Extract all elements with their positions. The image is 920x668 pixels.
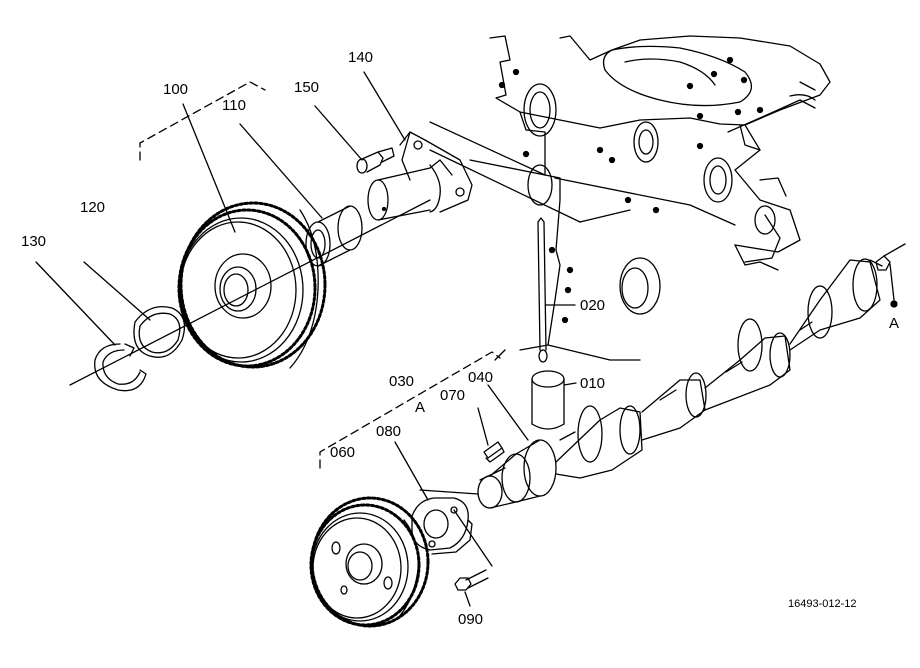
thrust-plate [412, 498, 472, 554]
idler-bolt [357, 148, 394, 173]
idler-axis-line [70, 200, 430, 385]
label-ref-a-group: A [415, 399, 426, 416]
idler-bushing [306, 206, 362, 266]
label-part-080: 080 [376, 423, 402, 440]
push-rod [538, 218, 575, 362]
label-ref-a-camshaft: A [889, 315, 900, 332]
idler-shaft [368, 132, 472, 220]
label-part-010: 010 [580, 375, 606, 392]
label-part-110: 110 [222, 97, 246, 114]
label-part-040: 040 [468, 369, 494, 386]
cam-gear [311, 498, 428, 626]
label-part-090: 090 [458, 611, 484, 628]
label-part-130: 130 [21, 233, 47, 250]
thrust-plate-bolt [455, 570, 488, 606]
label-part-030: 030 [389, 373, 415, 390]
camshaft-group-bracket [320, 352, 500, 468]
drawing-code: 16493-012-12 [788, 598, 857, 610]
camshaft [478, 259, 882, 508]
label-part-140: 140 [348, 49, 374, 66]
label-part-120: 120 [80, 199, 106, 216]
idler-collar [134, 307, 184, 358]
leader-lines-upper [36, 72, 630, 345]
label-part-100: 100 [163, 81, 189, 98]
cam-key [484, 442, 504, 462]
block-holes [500, 58, 763, 323]
label-part-060: 060 [330, 444, 356, 461]
idler-gear [179, 203, 325, 368]
idler-group-bracket [140, 82, 265, 160]
label-part-020: 020 [580, 297, 606, 314]
engine-block [490, 36, 830, 360]
label-part-150: 150 [294, 79, 320, 96]
snap-ring [95, 344, 146, 391]
camshaft-axis-line [420, 490, 478, 494]
tappet [532, 371, 576, 429]
label-part-070: 070 [440, 387, 466, 404]
camshaft-end-bolt [876, 244, 905, 307]
